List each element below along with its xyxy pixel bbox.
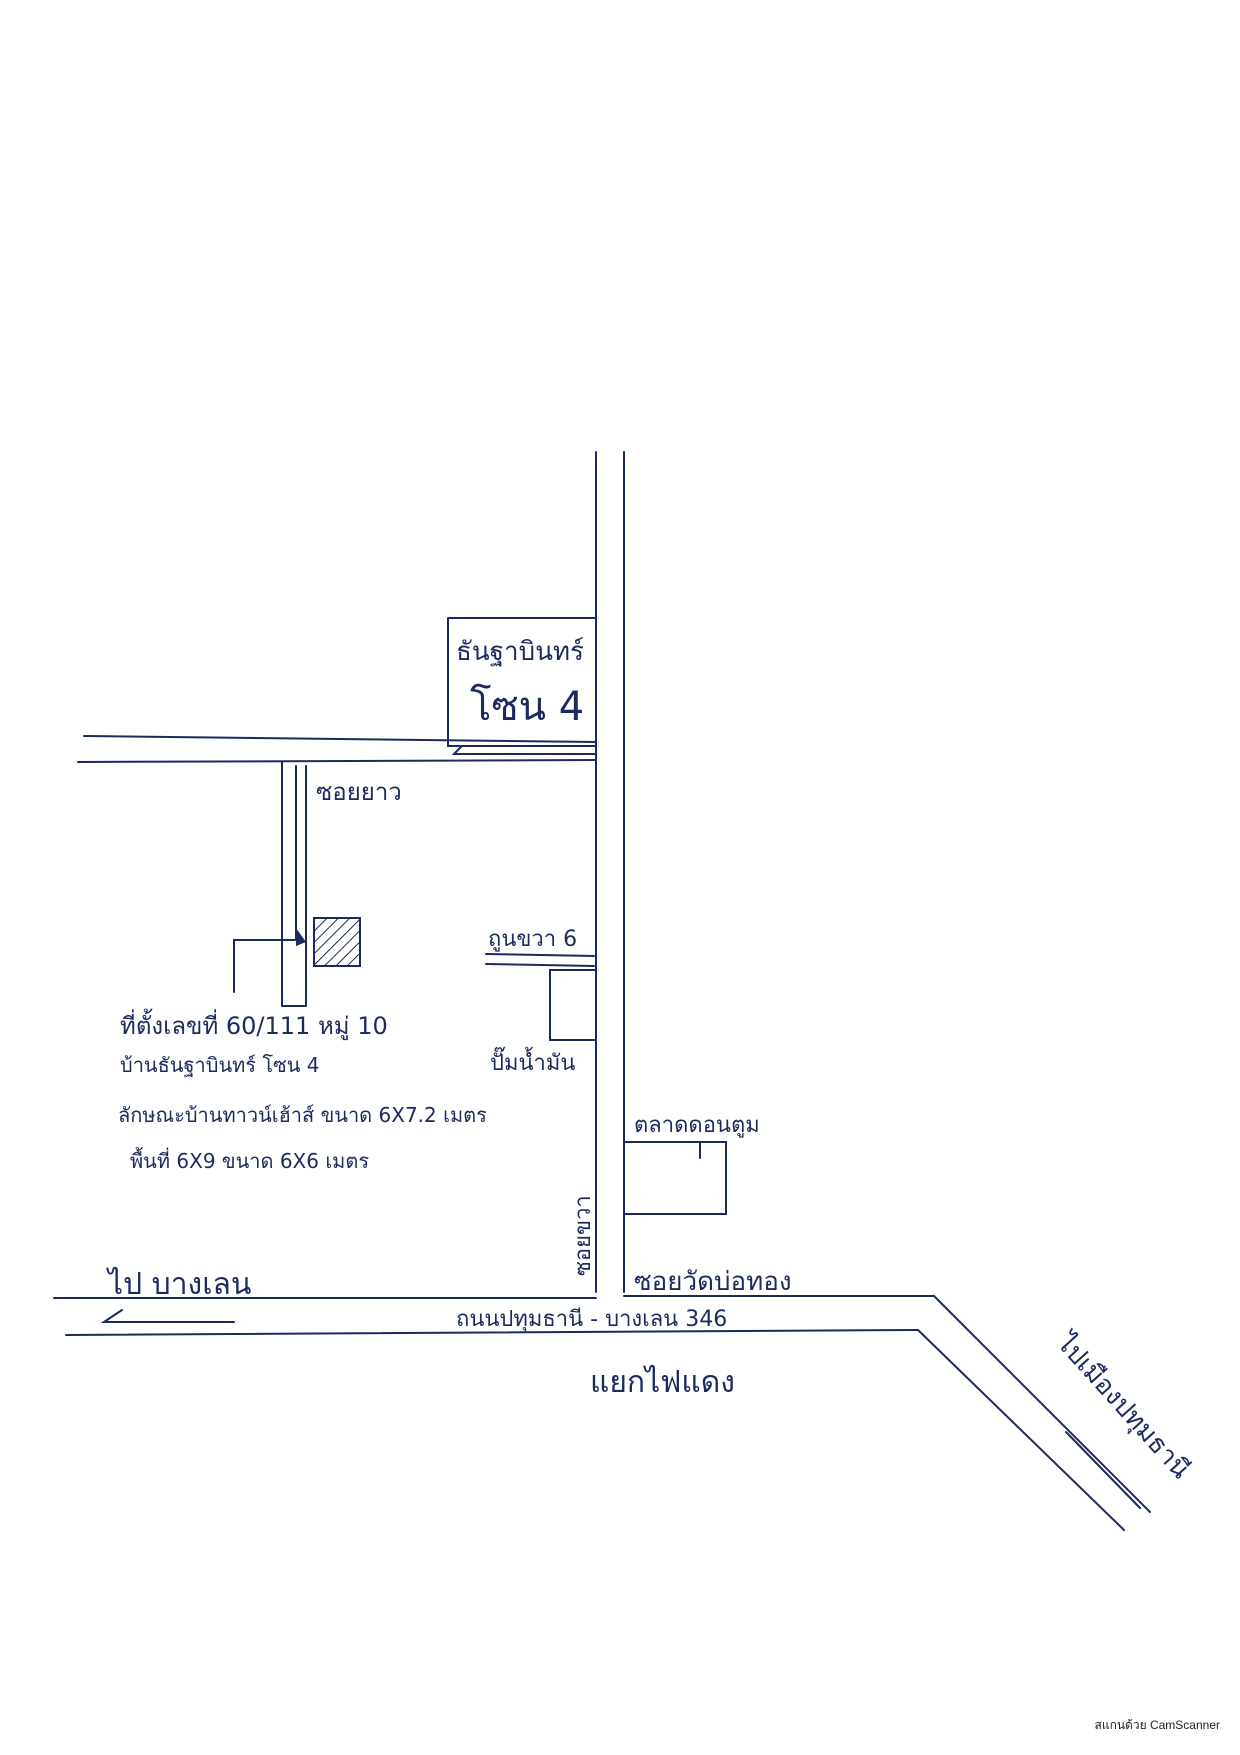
turn-right-6-upper — [485, 953, 595, 957]
petrol-station-box — [549, 969, 597, 1041]
intersection-label: แยกไฟแดง — [590, 1364, 735, 1400]
note-line-3: ลักษณะบ้านทาวน์เฮ้าส์ ขนาด 6X7.2 เมตร — [118, 1103, 487, 1127]
house-marker — [313, 917, 361, 967]
diagonal-road-upper — [933, 1295, 1151, 1513]
turn-right-6-label: ถูนขวา 6 — [488, 927, 577, 952]
soi-right-label: ซอยขวา — [571, 1195, 596, 1276]
soi-wat-label: ซอยวัดบ่อทอง — [634, 1267, 792, 1297]
camscanner-watermark: สแกนด้วย CamScanner — [1094, 1718, 1220, 1732]
to-banglen-label: ไป บางเลน — [106, 1266, 251, 1302]
turn-right-6-lower — [485, 963, 595, 967]
note-line-4: พื้นที่ 6X9 ขนาด 6X6 เมตร — [130, 1147, 369, 1173]
to-pathum-label: ไปเมืองปทุมธานี — [1049, 1326, 1196, 1484]
note-line-1: ที่ตั้งเลขที่ 60/111 หมู่ 10 — [120, 1008, 388, 1041]
soi-yao-label: ซอยยาว — [316, 778, 402, 806]
diagonal-road-lower — [917, 1329, 1125, 1531]
market-box — [623, 1141, 727, 1215]
banglen-arrow — [100, 1309, 235, 1323]
house-pin-icon — [296, 928, 306, 946]
main-road-label: ถนนปทุมธานี - บางเลน 346 — [456, 1307, 727, 1332]
petrol-station-label: ปั๊มน้ำมัน — [490, 1046, 575, 1076]
house-pointer-line — [233, 939, 297, 993]
note-line-2: บ้านธันฐาบินทร์ โซน 4 — [120, 1053, 319, 1077]
market-label: ตลาดดอนตูม — [634, 1113, 760, 1138]
soi-arrow — [451, 745, 597, 755]
landmark-name: ธันฐาบินทร์ — [456, 637, 584, 667]
top-soi-line-upper — [83, 735, 597, 743]
main-road-lower — [65, 1329, 919, 1336]
top-soi-line-lower — [77, 759, 597, 763]
landmark-sub: โซน 4 — [470, 684, 584, 730]
diagonal-arrow-line — [1065, 1431, 1141, 1509]
landmark-box — [447, 617, 597, 747]
